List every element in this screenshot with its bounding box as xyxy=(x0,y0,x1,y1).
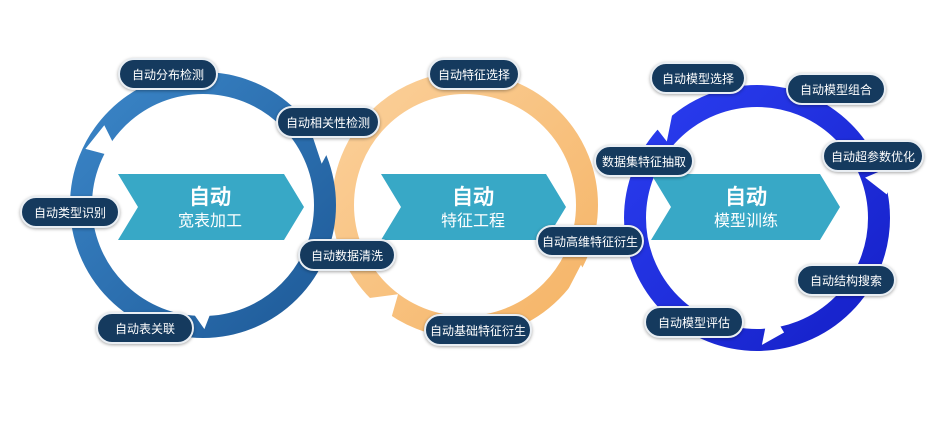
step-pill: 自动表关联 xyxy=(96,312,194,344)
banner-arrow-1 xyxy=(118,174,304,240)
step-pill: 自动基础特征衍生 xyxy=(424,314,532,346)
ring-model-training xyxy=(624,85,899,351)
step-pill: 自动模型组合 xyxy=(786,73,886,105)
step-pill: 自动类型识别 xyxy=(20,196,120,228)
step-pill: 自动模型选择 xyxy=(650,62,746,94)
stage-2-line1: 自动 xyxy=(452,185,494,209)
stage-2-line2: 特征工程 xyxy=(440,211,505,230)
stage-3-line2: 模型训练 xyxy=(713,211,778,230)
banner-arrow-3 xyxy=(651,174,840,240)
banner-arrow-2 xyxy=(381,174,566,240)
stage-3-line1: 自动 xyxy=(725,185,767,209)
step-pill: 自动超参数优化 xyxy=(822,140,924,172)
stage-1-line2: 宽表加工 xyxy=(177,211,242,230)
stage-1-line1: 自动 xyxy=(189,185,231,209)
step-pill: 自动高维特征衍生 xyxy=(536,225,644,257)
stage-title-1: 自动 宽表加工 xyxy=(150,184,270,232)
stage-title-3: 自动 模型训练 xyxy=(686,184,806,232)
step-pill: 自动相关性检测 xyxy=(276,106,380,138)
step-pill: 自动特征选择 xyxy=(428,58,520,90)
step-pill: 自动数据清洗 xyxy=(298,239,396,271)
step-pill: 自动结构搜索 xyxy=(796,264,896,296)
stage-title-2: 自动 特征工程 xyxy=(413,184,533,232)
step-pill: 自动分布检测 xyxy=(118,58,218,90)
banner-arrows xyxy=(118,174,840,240)
step-pill: 数据集特征抽取 xyxy=(594,145,694,177)
step-pill: 自动模型评估 xyxy=(644,306,744,338)
